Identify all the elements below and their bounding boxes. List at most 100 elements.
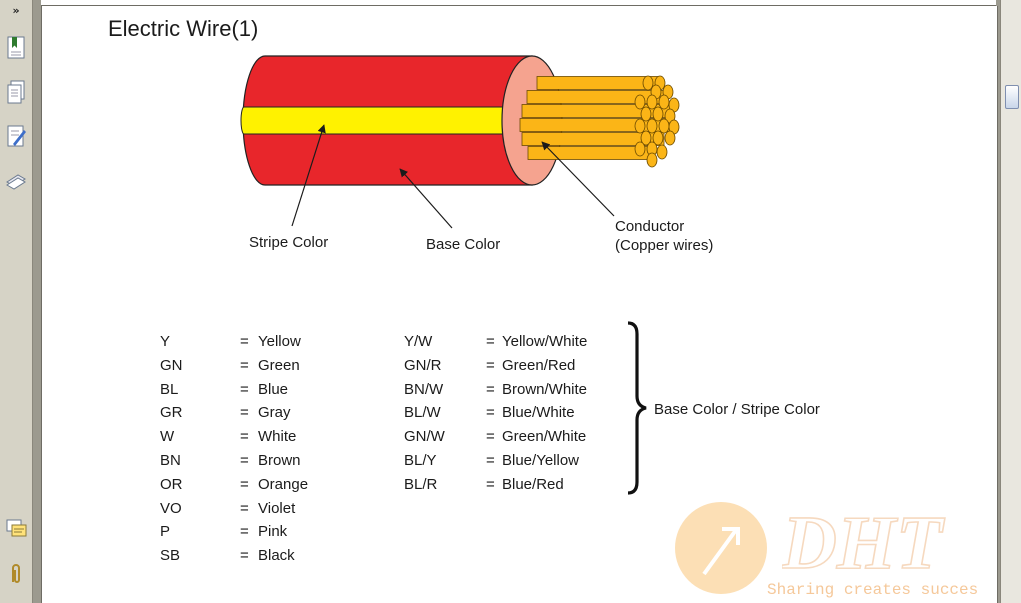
- base-leader-line: [399, 168, 453, 229]
- legend-code: W: [160, 428, 175, 446]
- comments-button[interactable]: [4, 516, 28, 544]
- legend-code: BL/W: [404, 404, 441, 422]
- page-title: Electric Wire(1): [108, 16, 259, 41]
- single-row: BN=Brown: [160, 452, 360, 476]
- copper-strand-end: [656, 144, 668, 160]
- conductor-label: Conductor: [615, 218, 685, 235]
- navigation-pane: »: [0, 0, 33, 603]
- legend-name: Blue/Red: [502, 475, 564, 493]
- legend-name: Blue/White: [502, 404, 575, 422]
- legend-code: BN/W: [404, 380, 444, 398]
- legend-eq: =: [240, 333, 249, 350]
- paperclip-icon: [12, 564, 20, 583]
- combo-row: BN/W = Brown/White: [404, 381, 634, 405]
- legend-eq: =: [240, 475, 249, 493]
- copper-strand-end: [646, 152, 658, 168]
- bookmarks-button[interactable]: [4, 34, 28, 62]
- cable-stripe: [240, 106, 533, 135]
- copper-strand-end: [634, 94, 646, 110]
- copper-strand-end: [642, 75, 654, 91]
- layers-button[interactable]: [4, 166, 28, 194]
- legend-eq: =: [486, 356, 495, 374]
- legend-code: BN: [160, 451, 181, 469]
- copper-strand-end: [652, 130, 664, 146]
- legend-code: GN/R: [404, 356, 442, 374]
- legend-name: Green/White: [502, 428, 587, 446]
- legend-code: BL/R: [404, 475, 438, 493]
- previous-page-edge: [41, 0, 996, 6]
- signatures-button[interactable]: [4, 122, 28, 150]
- legend-name: White: [258, 428, 297, 446]
- legend-name: Gray: [258, 404, 291, 422]
- legend-name: Blue: [258, 380, 289, 398]
- attachments-button[interactable]: [4, 560, 28, 588]
- curly-brace: [627, 321, 647, 495]
- legend-eq: =: [240, 428, 249, 446]
- pages-icon: [7, 80, 25, 104]
- conductor-sublabel: (Copper wires): [615, 237, 714, 254]
- copper-strand-end: [658, 118, 670, 134]
- single-row: OR = Orange: [160, 476, 360, 500]
- copper-strand-end: [640, 106, 652, 122]
- layers-icon: [6, 174, 26, 190]
- legend-code: GN: [160, 356, 183, 374]
- legend-name: Green: [258, 356, 300, 374]
- legend-code: GN/W: [404, 428, 445, 446]
- legend-code: GR: [160, 404, 183, 422]
- legend-code: OR: [160, 475, 183, 493]
- legend-name: Blue/Yellow: [502, 451, 579, 469]
- watermark-logo-icon: [675, 502, 767, 594]
- bookmarks-icon: [7, 36, 25, 59]
- legend-name: Brown/White: [502, 380, 588, 398]
- pages-button[interactable]: [4, 78, 28, 106]
- legend-eq: =: [486, 428, 495, 446]
- legend-code: BL: [160, 380, 179, 398]
- stripe-leader-line: [291, 124, 326, 227]
- single-row: Y=Yellow: [160, 333, 360, 357]
- expand-panel-button[interactable]: »: [12, 4, 20, 17]
- copper-strand-end: [652, 106, 664, 122]
- legend-code: Y/W: [404, 333, 433, 350]
- single-row: GN=Green: [160, 357, 360, 381]
- combo-row: BL/Y=Blue/Yellow: [404, 452, 634, 476]
- copper-strand-end: [646, 118, 658, 134]
- base-color-label: Base Color: [426, 236, 501, 253]
- legend-code: P: [160, 523, 171, 541]
- combo-row: GN/W = Green/White: [404, 428, 634, 452]
- single-row: VO=Violet: [160, 500, 360, 524]
- single-row: SB=Black: [160, 547, 360, 571]
- single-row: P=Pink: [160, 523, 360, 547]
- viewer-background: [33, 0, 41, 603]
- base-stripe-label: Base Color / Stripe Color: [654, 401, 820, 418]
- comments-icon: [6, 519, 27, 537]
- copper-strand: [536, 76, 661, 90]
- legend-code: Y: [160, 333, 171, 350]
- copper-strand-end: [640, 130, 652, 146]
- legend-name: Violet: [258, 499, 296, 517]
- copper-strands: [519, 75, 680, 168]
- copper-strand-end: [664, 130, 676, 146]
- legend-name: Orange: [258, 475, 309, 493]
- vertical-scrollbar[interactable]: [1000, 0, 1021, 603]
- legend-eq: =: [240, 380, 249, 398]
- copper-strand: [526, 90, 668, 104]
- legend-name: Green/Red: [502, 356, 576, 374]
- conductor-leader-line: [541, 141, 615, 217]
- legend-eq: =: [240, 404, 249, 422]
- legend-eq: =: [486, 451, 495, 469]
- document-page[interactable]: Electric Wire(1) Stripe Color Base Color…: [41, 6, 998, 603]
- single-row: GR = Gray: [160, 404, 360, 428]
- copper-strand-end: [634, 141, 646, 157]
- scroll-thumb[interactable]: [1005, 85, 1019, 109]
- copper-strand-end: [634, 118, 646, 134]
- combo-row: BL/W = Blue/White: [404, 404, 634, 428]
- legend-eq: =: [486, 380, 495, 398]
- legend-eq: =: [240, 499, 249, 517]
- combo-row: Y/W=Yellow/White: [404, 333, 634, 357]
- single-row: W = White: [160, 428, 360, 452]
- legend-eq: =: [486, 404, 495, 422]
- legend-name: Brown: [258, 451, 301, 469]
- wire-diagram: [240, 55, 680, 229]
